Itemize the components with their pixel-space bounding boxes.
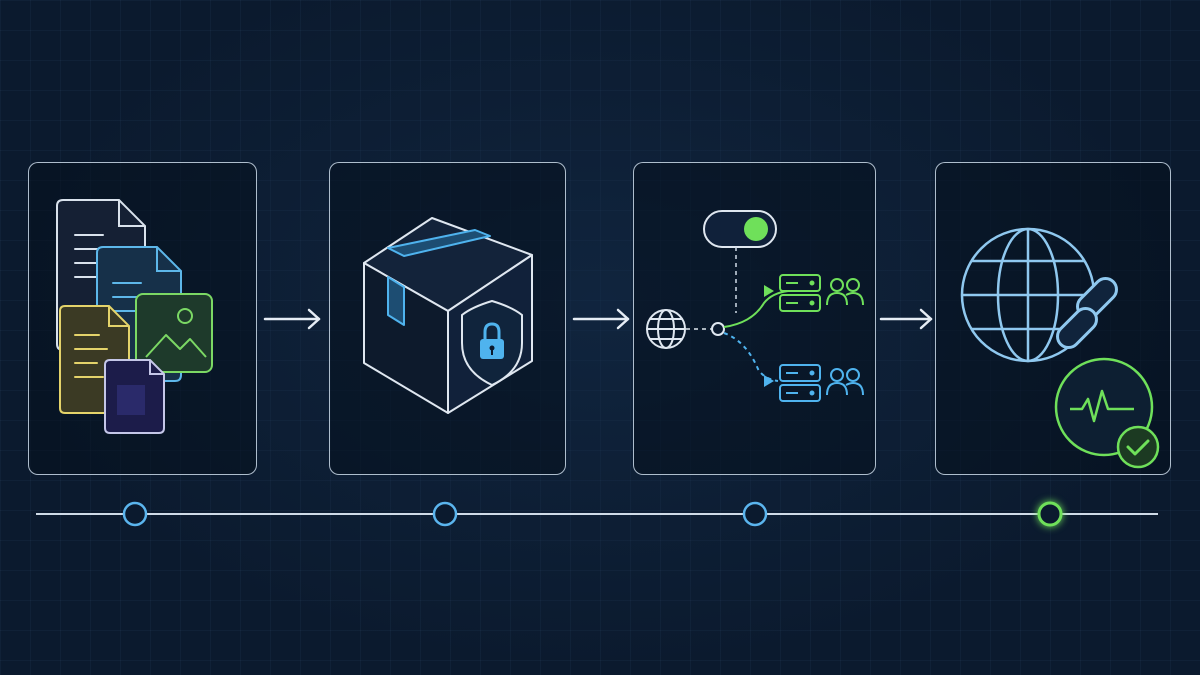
users-icon — [826, 368, 864, 396]
arrow-right-icon — [572, 308, 630, 330]
check-badge-icon — [1116, 425, 1160, 469]
timeline-marker-4 — [1037, 501, 1063, 527]
panel-package — [329, 162, 566, 475]
timeline-marker-2 — [432, 501, 458, 527]
globe-icon — [960, 227, 1096, 363]
image-icon — [135, 293, 213, 373]
shield-lock-icon — [461, 299, 523, 387]
panel-routing — [633, 162, 876, 475]
panel-files — [28, 162, 257, 475]
arrow-right-icon — [879, 308, 933, 330]
timeline-marker-1 — [122, 501, 148, 527]
server-icon — [779, 364, 821, 402]
arrow-right-icon — [263, 308, 321, 330]
timeline-marker-3 — [742, 501, 768, 527]
link-chain-icon — [1056, 277, 1118, 349]
globe-icon — [646, 309, 686, 349]
server-icon — [779, 274, 821, 312]
document-icon — [104, 359, 165, 434]
users-icon — [826, 278, 864, 306]
toggle-icon — [703, 210, 777, 248]
panel-live — [935, 162, 1171, 475]
